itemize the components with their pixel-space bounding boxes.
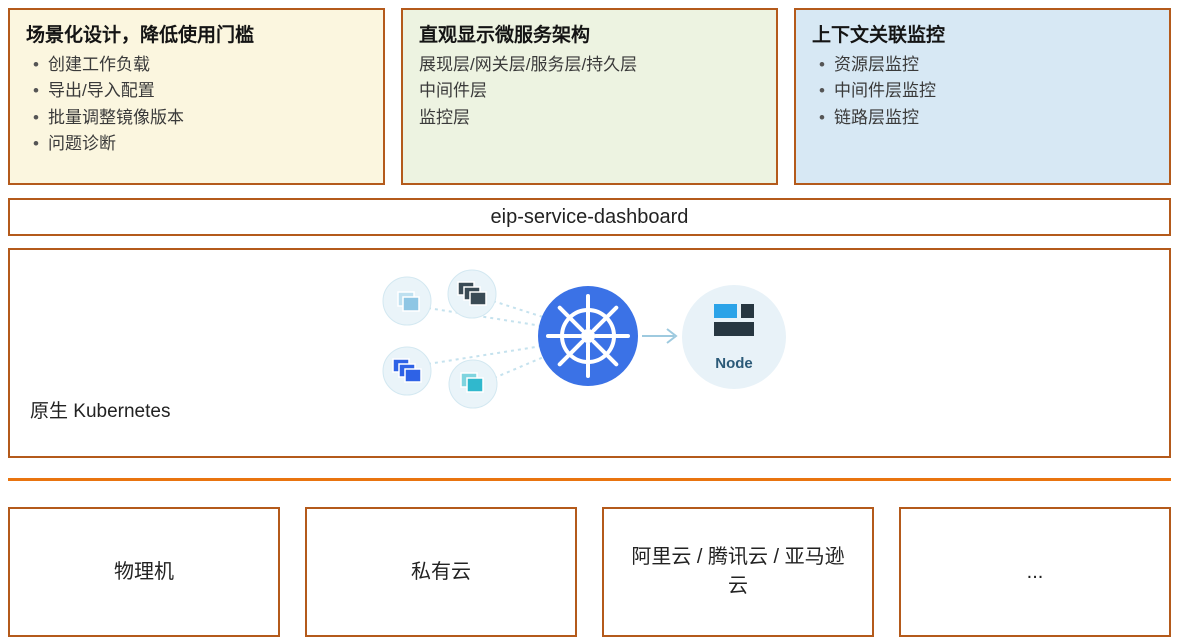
node-icon: Node xyxy=(681,285,786,389)
kubernetes-label: 原生 Kubernetes xyxy=(30,401,171,422)
feature-item: 中间件层 xyxy=(419,81,487,101)
divider-line xyxy=(8,478,1171,481)
feature-item: 资源层监控 xyxy=(812,52,1153,79)
feature-list: 展现层/网关层/服务层/持久层中间件层监控层 xyxy=(419,52,760,131)
feature-item: 批量调整镜像版本 xyxy=(26,105,367,132)
dashboard-bar: eip-service-dashboard xyxy=(8,198,1171,236)
container-icon xyxy=(382,276,431,326)
feature-box-context-monitoring: 上下文关联监控 资源层监控中间件层监控链路层监控 xyxy=(794,8,1171,185)
infra-box: 私有云 xyxy=(305,507,577,637)
feature-item: 监控层 xyxy=(419,107,470,127)
feature-box-microservice-view: 直观显示微服务架构 展现层/网关层/服务层/持久层中间件层监控层 xyxy=(401,8,778,185)
infra-box: 阿里云 / 腾讯云 / 亚马逊云 xyxy=(602,507,874,637)
kubernetes-illustration: Node xyxy=(382,269,786,409)
feature-list: 创建工作负载导出/导入配置批量调整镜像版本问题诊断 xyxy=(26,52,367,158)
feature-item: 导出/导入配置 xyxy=(26,78,367,105)
infrastructure-row: 物理机私有云阿里云 / 腾讯云 / 亚马逊云... xyxy=(8,507,1171,637)
node-label: Node xyxy=(715,355,753,372)
dashboard-label: eip-service-dashboard xyxy=(490,205,689,228)
feature-item: 问题诊断 xyxy=(26,131,367,158)
container-stack-icon xyxy=(447,269,496,319)
kubernetes-box: Node 原生 Kubernetes xyxy=(8,248,1171,458)
feature-title: 场景化设计，降低使用门槛 xyxy=(26,25,255,46)
feature-title: 直观显示微服务架构 xyxy=(419,25,591,46)
infra-box: 物理机 xyxy=(8,507,280,637)
feature-item: 链路层监控 xyxy=(812,105,1153,132)
feature-item: 中间件层监控 xyxy=(812,78,1153,105)
infra-box: ... xyxy=(899,507,1171,637)
feature-item: 展现层/网关层/服务层/持久层 xyxy=(419,55,638,74)
feature-row: 场景化设计，降低使用门槛 创建工作负载导出/导入配置批量调整镜像版本问题诊断 直… xyxy=(8,8,1171,185)
kubernetes-wheel-icon xyxy=(537,286,638,386)
container-stack-icon xyxy=(448,359,497,409)
feature-title: 上下文关联监控 xyxy=(812,25,946,46)
feature-item: 创建工作负载 xyxy=(26,52,367,79)
connector-lines xyxy=(427,300,546,379)
arrow-icon xyxy=(641,328,678,344)
container-stack-icon xyxy=(382,346,431,396)
feature-list: 资源层监控中间件层监控链路层监控 xyxy=(812,52,1153,131)
feature-box-scenario-design: 场景化设计，降低使用门槛 创建工作负载导出/导入配置批量调整镜像版本问题诊断 xyxy=(8,8,385,185)
